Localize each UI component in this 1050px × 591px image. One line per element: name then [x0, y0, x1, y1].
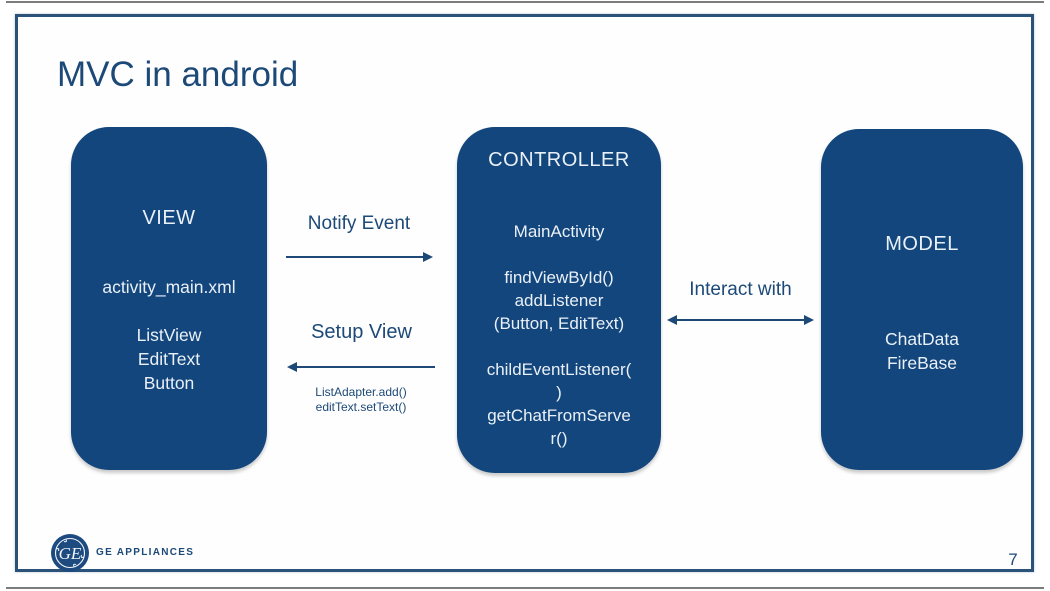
- text-line: EditText: [137, 349, 201, 369]
- setup-view-label: Setup View: [311, 321, 412, 343]
- text-line: [71, 299, 267, 323]
- page-number: 7: [1008, 550, 1018, 569]
- text-line: Button: [143, 373, 195, 393]
- ge-monogram-icon: GE: [51, 534, 89, 572]
- text-line: ChatData: [885, 329, 959, 349]
- interact-with-label: Interact with: [689, 279, 792, 300]
- text-line: findViewById(): [504, 268, 614, 287]
- text-line: [457, 335, 661, 358]
- arrowhead-right-icon: [804, 315, 814, 325]
- arrowhead-right-icon: [423, 252, 433, 262]
- text-line: FireBase: [886, 353, 958, 373]
- interact-with-double-arrow-icon: [667, 315, 814, 325]
- arrowhead-left-icon: [287, 362, 297, 372]
- footer-brand-text: GE APPLIANCES: [96, 547, 195, 558]
- arrow-shaft: [286, 256, 424, 258]
- screenshot-top-edge-line: [6, 1, 1044, 3]
- controller-box-header: CONTROLLER: [488, 149, 630, 171]
- text-line: ): [556, 383, 562, 402]
- text-line: (Button, EditText): [493, 314, 625, 333]
- controller-box-content: MainActivity findViewById() addListener (Bu…: [457, 220, 661, 450]
- slide-title: MVC in android: [57, 55, 299, 94]
- notify-event-arrow-right-icon: [286, 252, 433, 262]
- text-line: activity_main.xml: [102, 277, 236, 297]
- text-line: getChatFromServe: [487, 406, 631, 425]
- text-line: addListener: [514, 291, 604, 310]
- arrowhead-left-icon: [667, 315, 677, 325]
- screenshot-bottom-edge-line: [6, 587, 1044, 589]
- setup-view-arrow-left-icon: [287, 362, 435, 372]
- text-line: ListAdapter.add(): [315, 385, 407, 399]
- arrow-shaft: [296, 366, 435, 368]
- text-line: ListView: [136, 325, 202, 345]
- text-line: MainActivity: [513, 222, 605, 241]
- view-box-header: VIEW: [142, 207, 196, 229]
- setup-view-code-note: ListAdapter.add()editText.setText(): [276, 385, 446, 414]
- text-line: childEventListener(: [486, 360, 632, 379]
- text-line: editText.setText(): [315, 399, 407, 414]
- arrow-shaft: [676, 319, 805, 321]
- controller-box: CONTROLLER MainActivity findViewById() add…: [457, 127, 661, 473]
- ge-monogram-letters: GE: [59, 544, 82, 563]
- text-line: r(): [550, 429, 568, 448]
- notify-event-label: Notify Event: [307, 213, 411, 234]
- text-line: [457, 243, 661, 266]
- model-box-header: MODEL: [885, 233, 959, 255]
